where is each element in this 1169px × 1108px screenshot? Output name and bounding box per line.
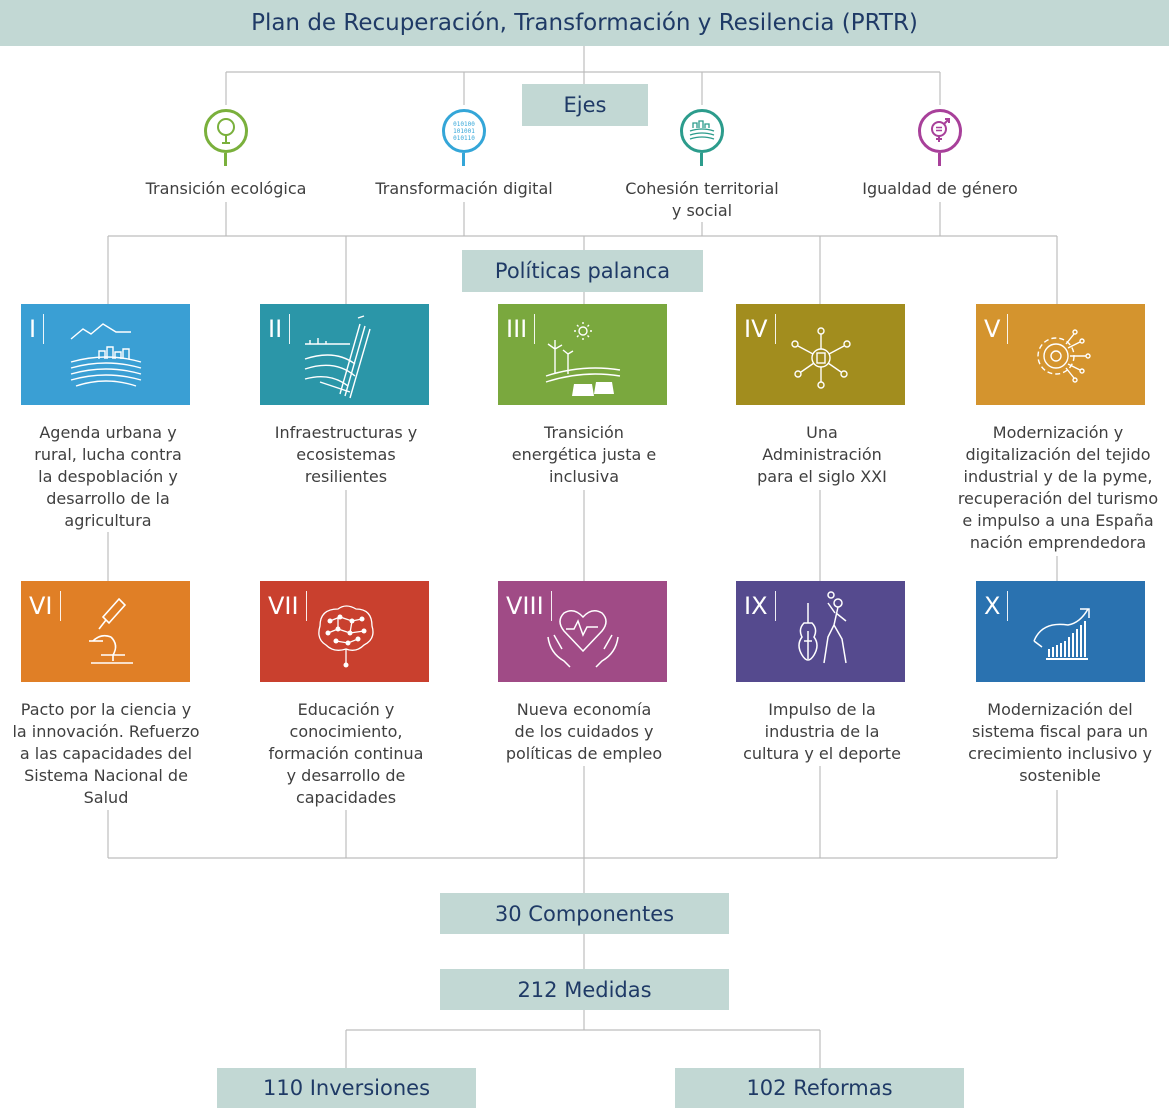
policy-tile-9: IX <box>736 581 905 682</box>
svg-text:010110: 010110 <box>453 135 475 142</box>
heart-hands-icon <box>547 610 619 668</box>
infrastructure-icon <box>304 315 371 399</box>
policy-tile-8: VIII <box>498 581 667 682</box>
tree-icon <box>204 109 248 153</box>
policy-label: Una Administración para el siglo XXI <box>732 422 912 488</box>
policy-label: Pacto por la ciencia y la innovación. Re… <box>8 699 204 809</box>
rural-landscape-icon <box>70 323 142 387</box>
policy-label: Modernización del sistema fiscal para un… <box>962 699 1158 787</box>
eje-label: Igualdad de género <box>840 178 1040 200</box>
gender-equality-icon <box>918 109 962 153</box>
landscape-icon <box>680 109 724 153</box>
brain-network-icon <box>318 605 374 668</box>
culture-sport-icon <box>798 591 847 664</box>
policy-number: I <box>21 314 45 344</box>
policy-number: IV <box>736 314 776 344</box>
eje-label: Cohesión territorial y social <box>602 178 802 222</box>
reformas-box: 102 Reformas <box>675 1068 964 1108</box>
policy-number: V <box>976 314 1009 344</box>
eje-label: Transformación digital <box>354 178 574 200</box>
policy-tile-5: V <box>976 304 1145 405</box>
svg-text:010100: 010100 <box>453 121 475 128</box>
medidas-box: 212 Medidas <box>440 969 729 1010</box>
policy-tile-7: VII <box>260 581 429 682</box>
policy-tile-1: I <box>21 304 190 405</box>
policy-number: X <box>976 591 1009 621</box>
policy-tile-4: IV <box>736 304 905 405</box>
policy-number: VIII <box>498 591 552 621</box>
policy-tile-6: VI <box>21 581 190 682</box>
binary-code-icon: 010100 101001 010110 <box>442 109 486 153</box>
network-icon <box>791 327 851 389</box>
policy-tile-2: II <box>260 304 429 405</box>
page-title: Plan de Recuperación, Transformación y R… <box>0 0 1169 46</box>
policy-number: IX <box>736 591 776 621</box>
renewable-energy-icon <box>545 322 621 396</box>
policy-number: VII <box>260 591 307 621</box>
politicas-header: Políticas palanca <box>462 250 703 292</box>
ejes-header: Ejes <box>522 84 648 126</box>
policy-number: III <box>498 314 536 344</box>
policy-label: Educación y conocimiento, formación cont… <box>256 699 436 809</box>
policy-label: Infraestructuras y ecosistemas resilient… <box>256 422 436 488</box>
policy-label: Impulso de la industria de la cultura y … <box>732 699 912 765</box>
policy-number: VI <box>21 591 61 621</box>
gear-circuit-icon <box>1037 329 1091 383</box>
componentes-box: 30 Componentes <box>440 893 729 934</box>
policy-label: Transición energética justa e inclusiva <box>494 422 674 488</box>
microscope-icon <box>89 597 133 664</box>
inversiones-box: 110 Inversiones <box>217 1068 476 1108</box>
policy-label: Agenda urbana y rural, lucha contra la d… <box>18 422 198 532</box>
policy-label: Nueva economía de los cuidados y polític… <box>494 699 674 765</box>
svg-text:101001: 101001 <box>453 128 475 135</box>
policy-label: Modernización y digitalización del tejid… <box>950 422 1166 554</box>
growth-chart-icon <box>1033 608 1090 660</box>
policy-tile-3: III <box>498 304 667 405</box>
policy-number: II <box>260 314 291 344</box>
eje-label: Transición ecológica <box>126 178 326 200</box>
policy-tile-10: X <box>976 581 1145 682</box>
